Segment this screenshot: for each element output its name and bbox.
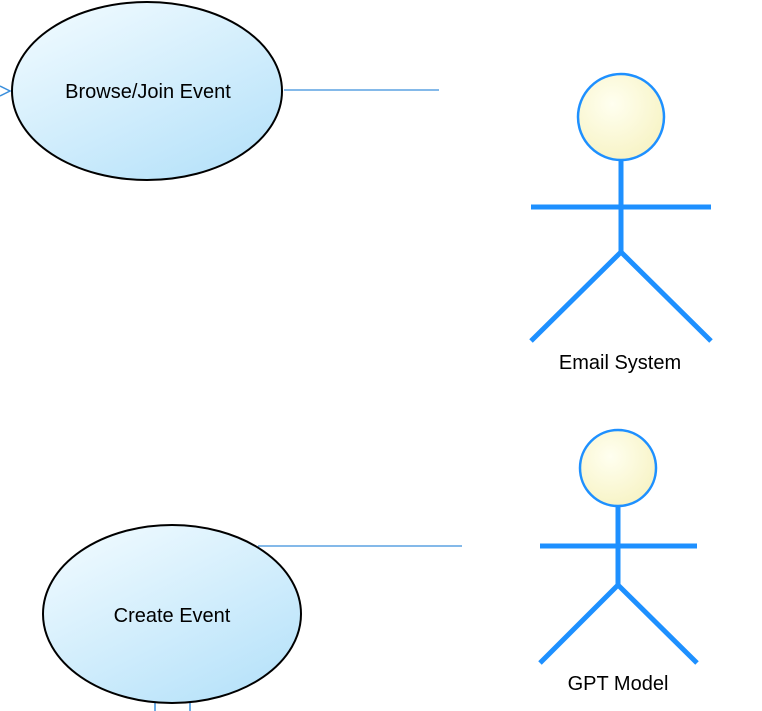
actor-left-leg bbox=[529, 250, 623, 343]
actor-right-leg bbox=[616, 583, 699, 665]
use-case-browse-join-event[interactable]: Browse/Join Event bbox=[11, 1, 283, 181]
use-case-create-event[interactable]: Create Event bbox=[42, 524, 302, 704]
stick-figure-icon bbox=[538, 428, 699, 665]
actor-gpt-model[interactable]: GPT Model bbox=[538, 428, 699, 695]
actor-left-leg bbox=[538, 583, 620, 665]
stick-figure-icon bbox=[529, 72, 713, 343]
use-case-ellipse[interactable] bbox=[42, 524, 302, 704]
use-case-label: Create Event bbox=[114, 605, 231, 627]
actor-email-system[interactable]: Email System bbox=[529, 72, 713, 374]
actor-right-leg bbox=[619, 250, 713, 343]
actor-head bbox=[578, 428, 658, 508]
actor-label: Email System bbox=[559, 352, 681, 374]
use-case-label: Browse/Join Event bbox=[65, 81, 231, 103]
actor-head bbox=[576, 72, 666, 162]
actor-label: GPT Model bbox=[568, 673, 669, 695]
connector-arrow-left[interactable] bbox=[0, 85, 12, 97]
use-case-ellipse[interactable] bbox=[11, 1, 283, 181]
